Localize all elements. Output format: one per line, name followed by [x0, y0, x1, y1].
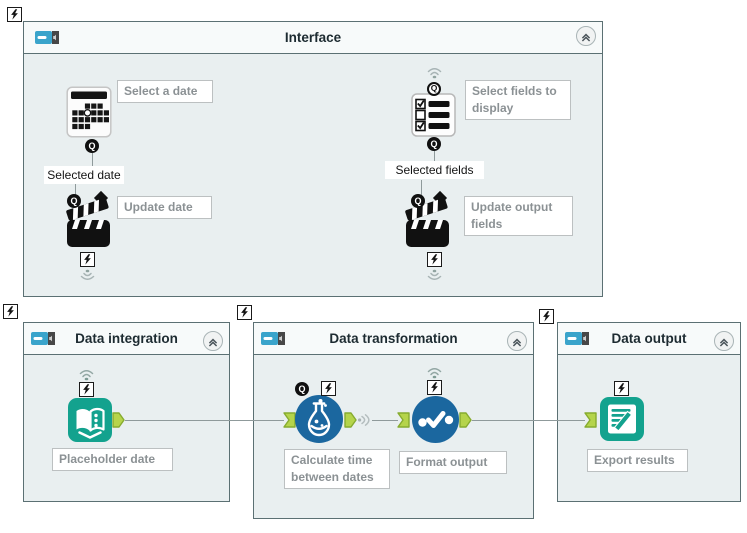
connection-line[interactable]	[372, 419, 398, 421]
wireless-signal-right-icon	[358, 414, 370, 426]
container-enabled-toggle-icon[interactable]	[565, 332, 589, 345]
input-anchor[interactable]	[397, 412, 410, 428]
annotation-select-date[interactable]: Select a date	[117, 80, 213, 104]
output-anchor[interactable]	[459, 412, 472, 428]
tool-text-input[interactable]	[68, 398, 112, 442]
q-input-anchor[interactable]: Q	[295, 382, 309, 396]
q-output-anchor[interactable]: Q	[85, 139, 99, 153]
annotation-placeholder-date[interactable]: Placeholder date	[52, 448, 173, 472]
container-enabled-toggle-icon[interactable]	[35, 31, 59, 44]
annotation-update-fields[interactable]: Update output fields	[464, 196, 573, 237]
container-interface[interactable]: Interface	[23, 21, 603, 297]
tool-action-clapperboard[interactable]	[403, 189, 453, 249]
chevron-double-up-icon	[581, 33, 591, 42]
q-output-anchor[interactable]: Q	[427, 137, 441, 151]
connection-line[interactable]	[125, 419, 284, 421]
wireless-signal-up-icon	[79, 370, 94, 381]
connection-line[interactable]	[74, 184, 76, 195]
collapse-button[interactable]	[576, 26, 596, 46]
connection-label-selected-fields[interactable]: Selected fields	[385, 161, 484, 179]
annotation-format-output[interactable]: Format output	[399, 451, 507, 475]
connection-label-selected-date[interactable]: Selected date	[44, 166, 124, 184]
tool-formula[interactable]	[295, 395, 343, 443]
q-input-anchor[interactable]: Q	[67, 194, 81, 208]
lightning-event-icon	[237, 305, 252, 320]
annotation-calc-time[interactable]: Calculate time between dates	[284, 449, 390, 490]
lightning-action-icon	[79, 382, 94, 397]
lightning-action-icon	[427, 380, 442, 395]
tool-listbox[interactable]	[411, 93, 456, 137]
input-anchor[interactable]	[584, 412, 597, 428]
wireless-signal-up-icon	[427, 368, 442, 379]
container-data-integration-header[interactable]	[24, 323, 229, 355]
container-data-integration-title: Data integration	[75, 331, 178, 346]
annotation-export-results[interactable]: Export results	[587, 449, 688, 473]
lightning-event-icon	[539, 309, 554, 324]
lightning-action-icon	[80, 252, 95, 267]
collapse-button[interactable]	[203, 331, 223, 351]
connection-line[interactable]	[91, 153, 93, 167]
lightning-action-icon	[614, 381, 629, 396]
tool-action-clapperboard[interactable]	[64, 189, 114, 249]
q-question-input-anchor[interactable]: Q	[427, 82, 441, 96]
chevron-double-up-icon	[208, 338, 218, 347]
output-anchor[interactable]	[344, 412, 357, 428]
connection-line[interactable]	[472, 419, 585, 421]
connection-line[interactable]	[433, 151, 435, 162]
chevron-double-up-icon	[512, 338, 522, 347]
wireless-signal-down-icon	[80, 269, 95, 280]
connection-line[interactable]	[420, 180, 422, 195]
collapse-button[interactable]	[507, 331, 527, 351]
input-anchor[interactable]	[283, 412, 296, 428]
container-enabled-toggle-icon[interactable]	[31, 332, 55, 345]
tool-select[interactable]	[412, 396, 459, 443]
wireless-signal-up-icon	[427, 68, 442, 79]
container-data-transformation-header[interactable]	[254, 323, 533, 355]
annotation-select-fields[interactable]: Select fields to display	[465, 80, 571, 121]
lightning-action-icon	[321, 381, 336, 396]
lightning-event-icon	[7, 7, 22, 22]
container-interface-title: Interface	[284, 30, 342, 45]
tool-date-calendar[interactable]	[66, 86, 112, 138]
container-data-transformation-title: Data transformation	[329, 331, 458, 346]
tool-output-data[interactable]	[600, 397, 644, 441]
lightning-action-icon	[427, 252, 442, 267]
wireless-signal-down-icon	[427, 269, 442, 280]
container-data-integration[interactable]: Data integration	[23, 322, 230, 502]
container-enabled-toggle-icon[interactable]	[261, 332, 285, 345]
container-interface-header[interactable]	[24, 22, 602, 54]
lightning-event-icon	[3, 304, 18, 319]
annotation-update-date[interactable]: Update date	[117, 196, 212, 220]
chevron-double-up-icon	[719, 338, 729, 347]
collapse-button[interactable]	[714, 331, 734, 351]
container-data-output-title: Data output	[611, 331, 687, 346]
q-input-anchor[interactable]: Q	[411, 194, 425, 208]
output-anchor[interactable]	[112, 412, 125, 428]
